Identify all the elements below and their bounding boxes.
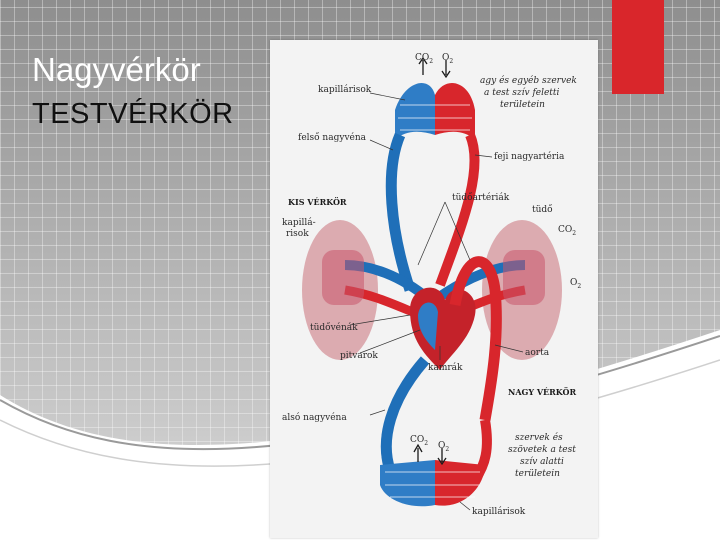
note-head-2: a test szív feletti — [484, 87, 560, 98]
co2-top-label: CO2 — [415, 53, 433, 65]
note-body-1: szervek és — [515, 432, 563, 443]
label-pitvarok: pitvarok — [340, 351, 378, 361]
head-artery — [435, 133, 480, 287]
top-capillary-bed-blue — [395, 83, 435, 140]
superior-vena-cava — [385, 132, 416, 292]
inferior-vena-cava — [380, 356, 430, 472]
label-kapillarisok-top: kapillárisok — [318, 84, 372, 95]
bottom-capillary-bed-red — [435, 460, 485, 506]
label-felso-nagyvena: felső nagyvéna — [298, 132, 367, 143]
accent-bar — [612, 0, 664, 94]
note-head-3: területein — [500, 100, 545, 110]
slide-title: Nagyvérkör — [32, 51, 201, 88]
label-tudovenak: tüdővénák — [310, 322, 358, 333]
o2-top-label: O2 — [442, 53, 453, 65]
label-kamrak: kamrák — [428, 362, 463, 373]
label-also-nagyvena: alsó nagyvéna — [282, 412, 347, 423]
label-aorta: aorta — [525, 348, 550, 358]
aorta — [449, 256, 502, 421]
label-feji-nagyarteria: feji nagyartéria — [494, 151, 565, 162]
label-kapillarisok-left-1: kapillá- — [282, 217, 316, 228]
label-kapillarisok-bottom: kapillárisok — [472, 506, 526, 517]
label-nagy-verkor: NAGY VÉRKÖR — [508, 387, 577, 397]
bottom-capillary-bed-blue — [380, 460, 435, 507]
label-tudo: tüdő — [532, 204, 553, 215]
circulation-diagram: CO2 O2 kapillárisok agy és egyéb szervek… — [270, 40, 598, 538]
label-tudoarteriak: tüdőartériák — [452, 192, 510, 203]
slide-subtitle: TESTVÉRKÖR — [32, 98, 234, 130]
label-kapillarisok-left-2: risok — [286, 229, 309, 239]
co2-right-label: CO2 — [558, 225, 576, 237]
o2-right-label: O2 — [570, 278, 581, 290]
o2-bottom-label: O2 — [438, 441, 449, 453]
label-kis-verkor: KIS VÉRKÖR — [288, 197, 347, 207]
note-head-1: agy és egyéb szervek — [480, 75, 577, 86]
note-body-4: területein — [515, 469, 560, 479]
co2-bottom-label: CO2 — [410, 435, 428, 447]
note-body-3: szív alatti — [520, 456, 564, 467]
top-capillary-bed-red — [435, 83, 475, 140]
note-body-2: szövetek a test — [508, 445, 576, 455]
